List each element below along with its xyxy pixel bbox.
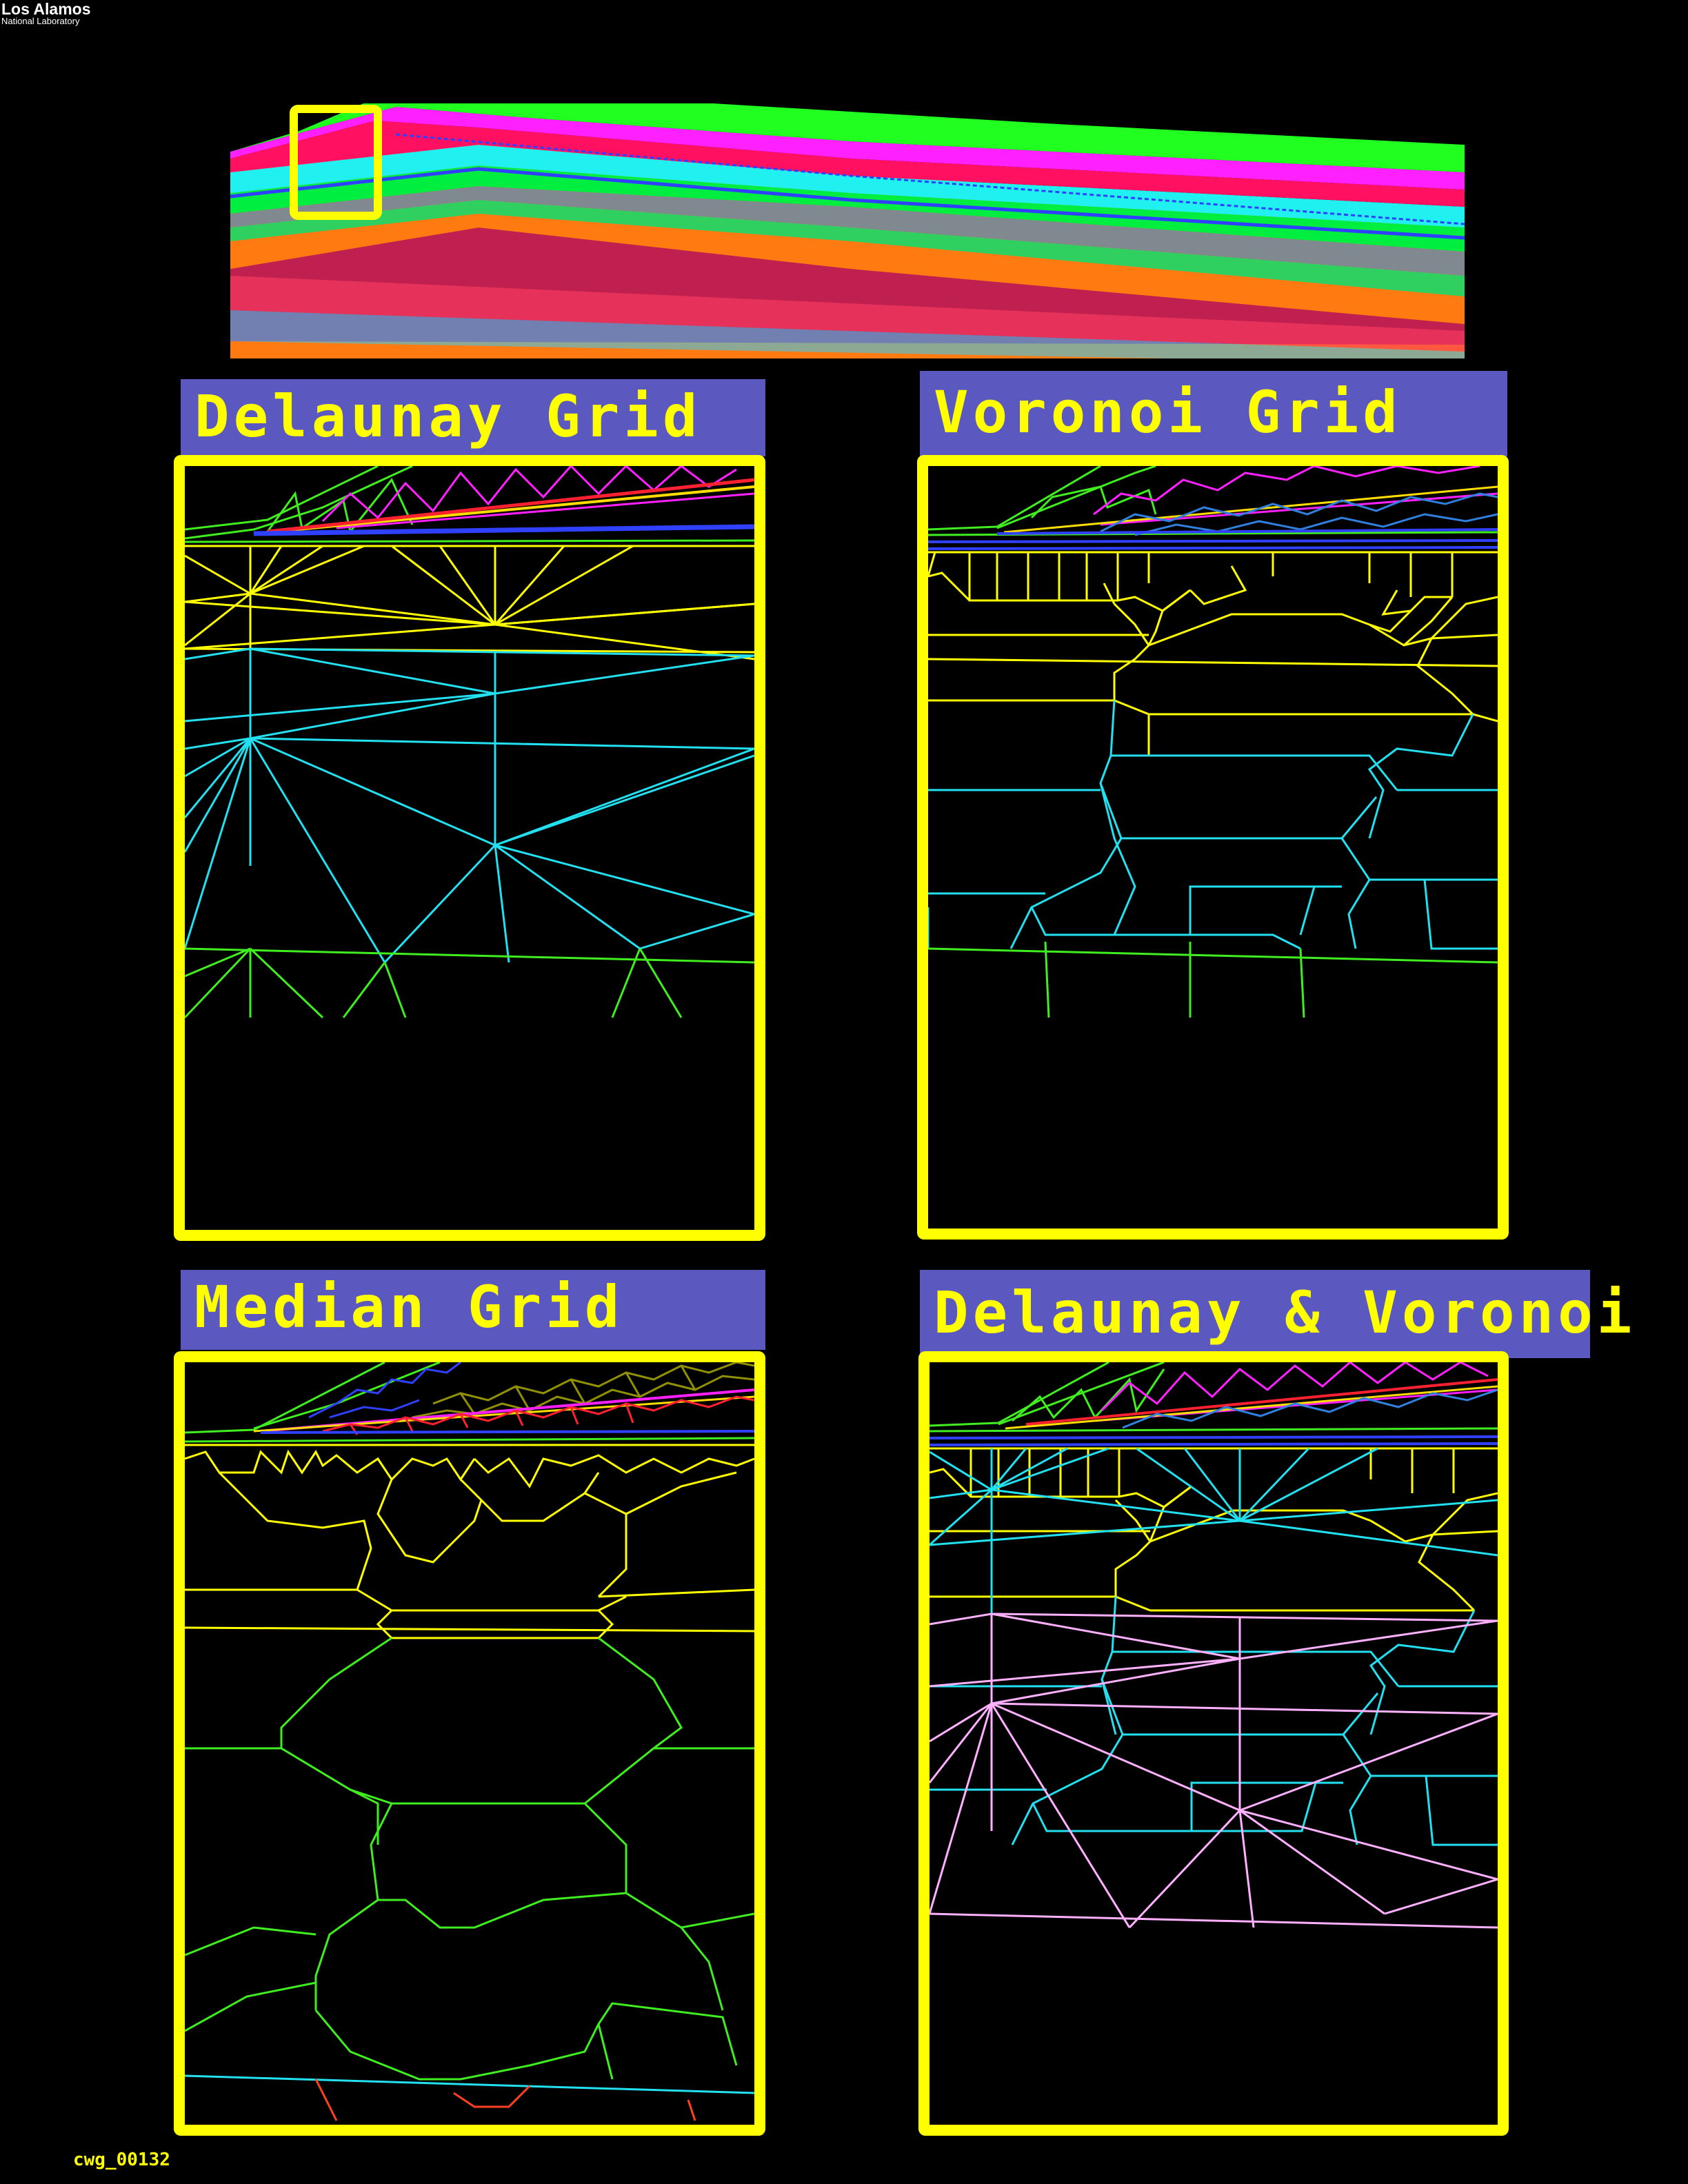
logo-subtitle: National Laboratory (1, 16, 80, 26)
combined-panel (918, 1351, 1509, 2136)
image-code: cwg_00132 (73, 2150, 170, 2170)
median-grid-plot (185, 1362, 754, 2121)
logo: Los Alamos National Laboratory (1, 1, 91, 26)
voronoi-title: Voronoi Grid (934, 378, 1402, 446)
cross-section-overview (230, 103, 1465, 358)
voronoi-title-bar: Voronoi Grid (920, 371, 1507, 456)
median-panel (174, 1351, 765, 2136)
voronoi-grid-plot (928, 466, 1498, 1018)
voronoi-panel (917, 455, 1509, 1240)
median-title: Median Grid (194, 1273, 624, 1341)
combined-title: Delaunay & Voronoi (934, 1279, 1636, 1346)
combined-title-bar: Delaunay & Voronoi (920, 1270, 1631, 1358)
median-title-bar: Median Grid (181, 1270, 765, 1350)
logo-name: Los Alamos (1, 0, 91, 18)
delaunay-grid-plot (185, 466, 754, 1019)
combined-grid-plot (930, 1362, 1498, 1929)
delaunay-title: Delaunay Grid (194, 383, 702, 450)
delaunay-panel (174, 455, 765, 1241)
delaunay-title-bar: Delaunay Grid (181, 379, 765, 456)
